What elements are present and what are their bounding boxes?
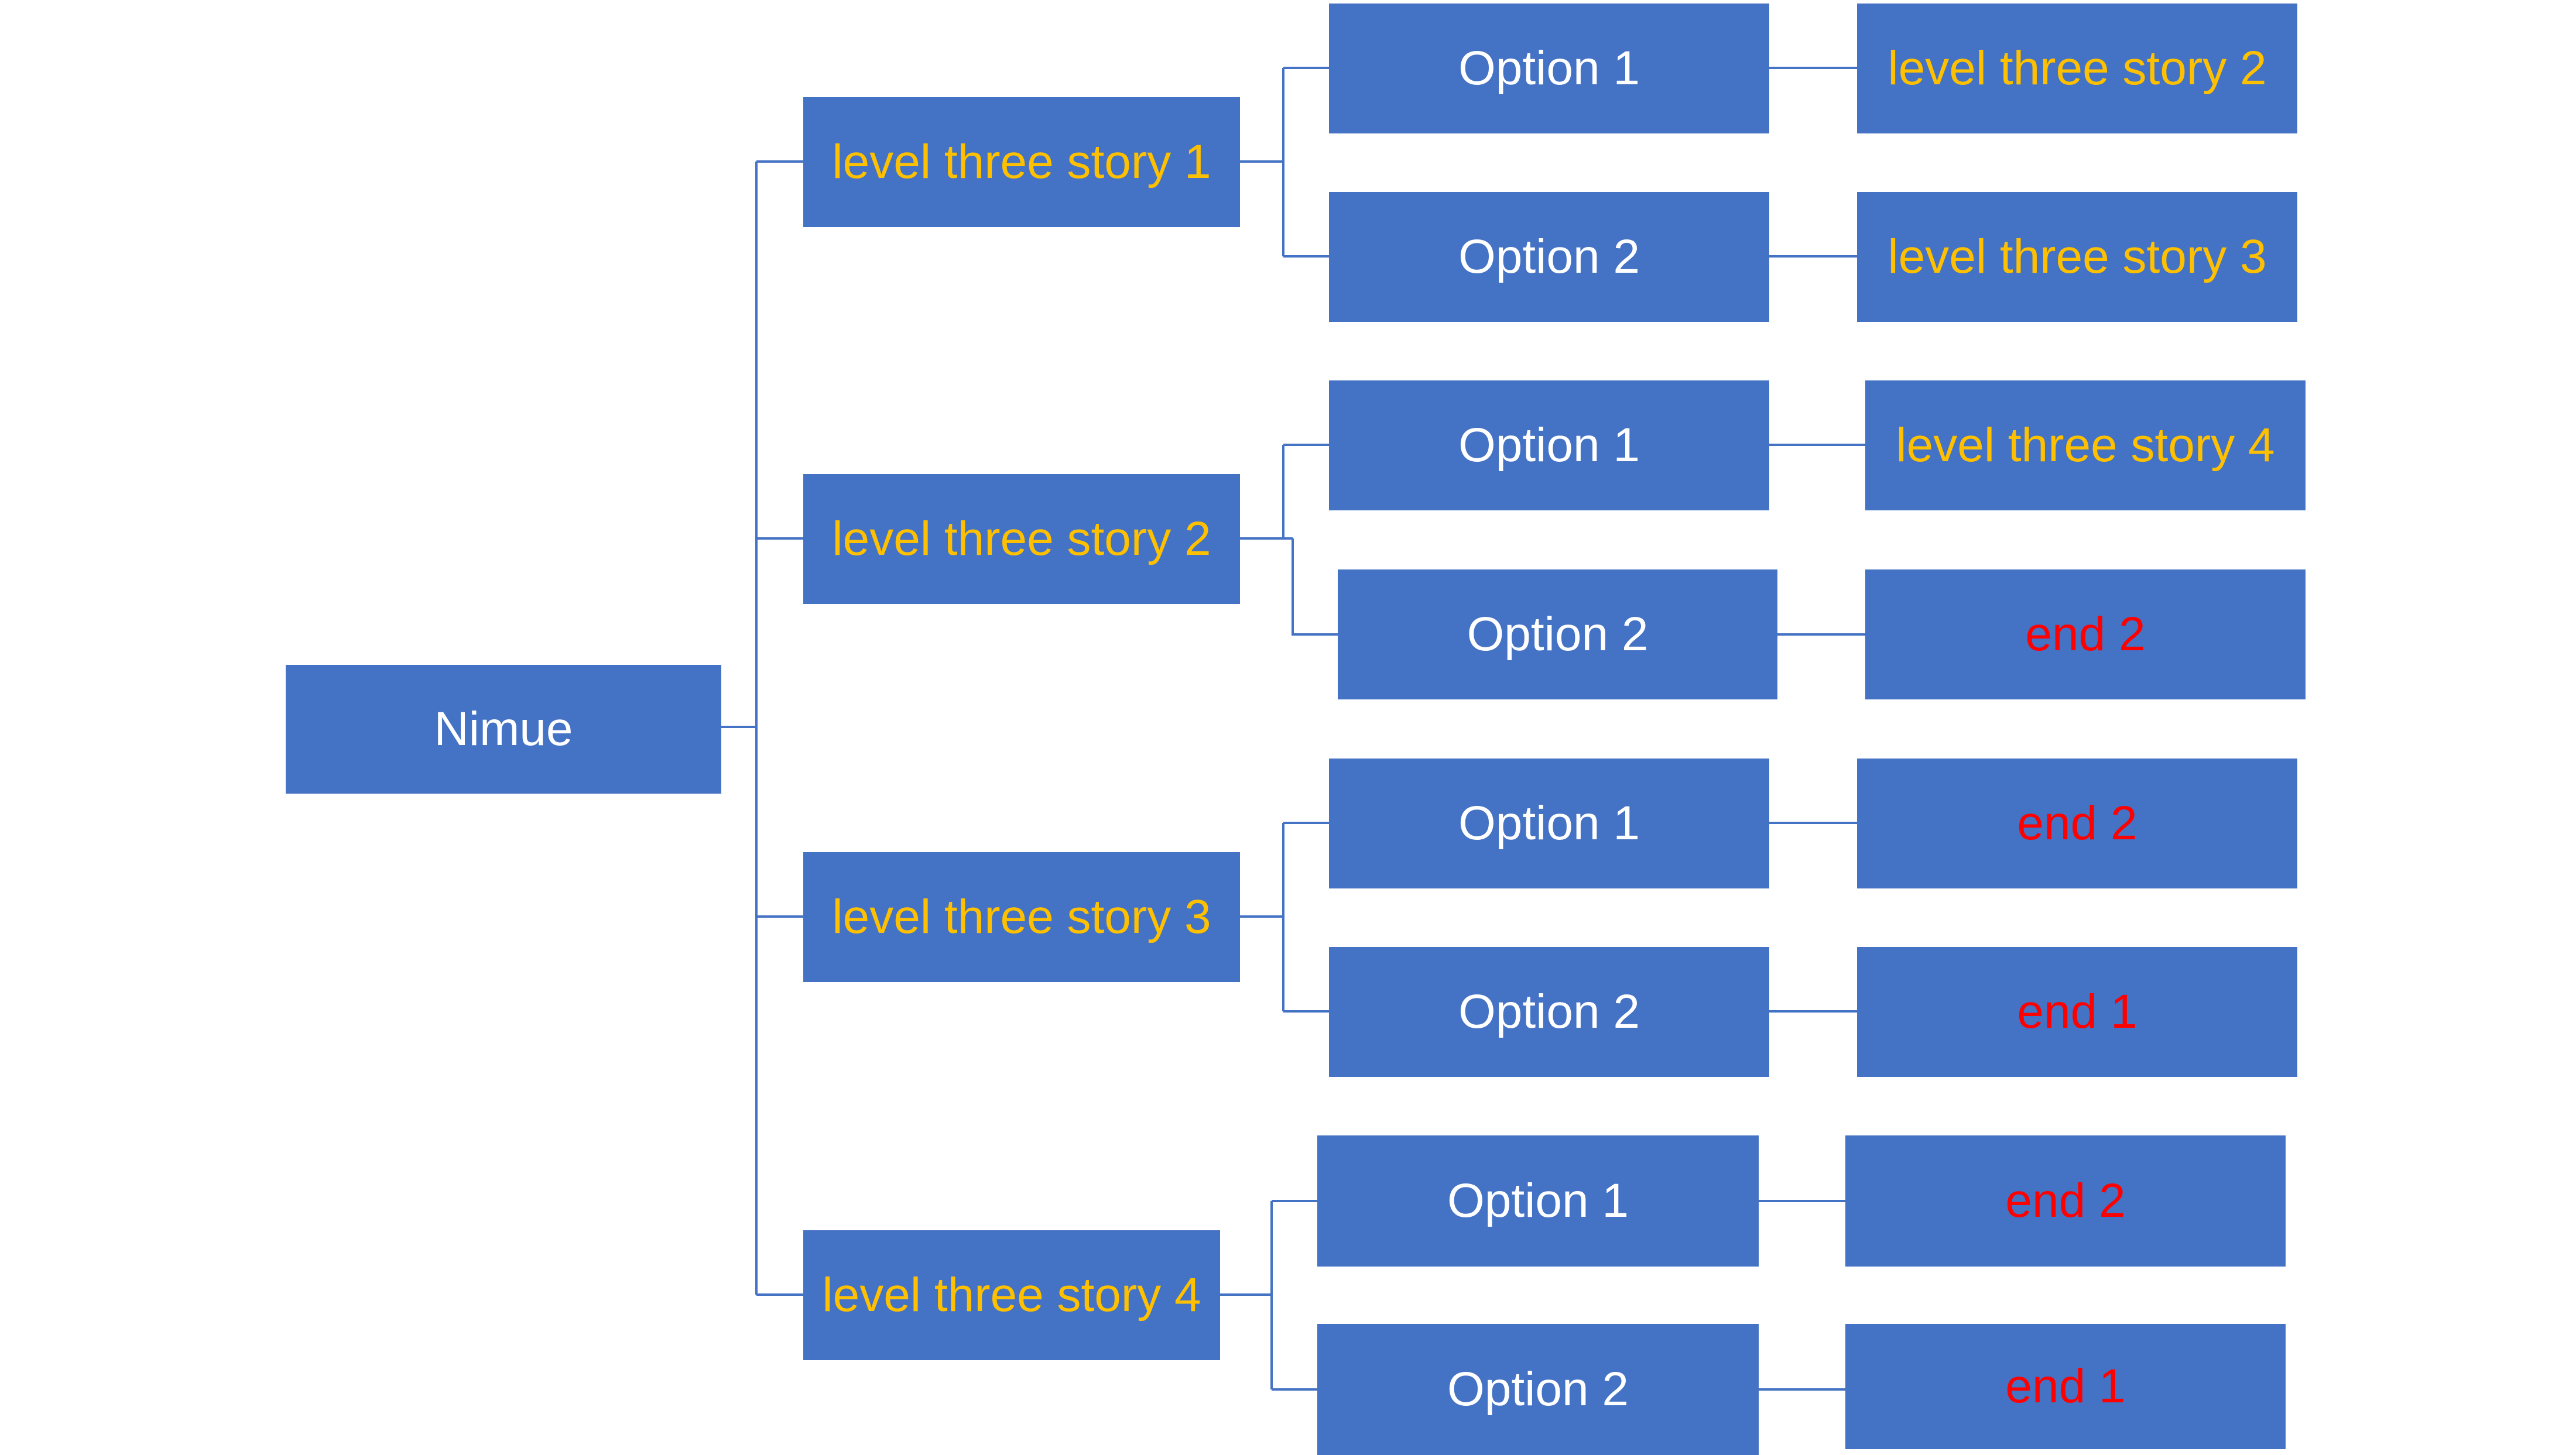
option-node: Option 2 <box>1338 569 1777 699</box>
story-label: level three story 3 <box>832 890 1211 943</box>
outcome-label: end 2 <box>2005 1173 2126 1227</box>
connector-story4 <box>1220 1200 1317 1391</box>
story-label: level three story 2 <box>832 512 1211 565</box>
outcome-node: end 1 <box>1845 1324 2286 1449</box>
connector-story3 <box>1240 822 1329 1013</box>
option-node: Option 1 <box>1329 4 1769 133</box>
option-node: Option 2 <box>1329 947 1769 1077</box>
option-label: Option 2 <box>1467 607 1649 661</box>
connector-outcomes <box>1759 67 1865 1391</box>
outcome-label: level three story 4 <box>1896 418 2275 472</box>
outcome-label: level three story 3 <box>1888 229 2267 283</box>
outcome-label: level three story 2 <box>1888 41 2267 95</box>
connector-root <box>721 160 803 1296</box>
root-label: Nimue <box>434 702 573 756</box>
option-label: Option 2 <box>1458 229 1640 283</box>
connector-story2 <box>1240 444 1338 636</box>
story-label: level three story 4 <box>822 1268 1201 1322</box>
option-node: Option 1 <box>1329 759 1769 888</box>
option-label: Option 1 <box>1447 1173 1629 1227</box>
option-label: Option 2 <box>1447 1362 1629 1416</box>
story-node-4: level three story 4 <box>803 1230 1220 1360</box>
outcome-node: end 1 <box>1857 947 2297 1077</box>
outcome-node: end 2 <box>1845 1135 2286 1267</box>
outcome-node: level three story 2 <box>1857 4 2297 133</box>
connector-story1 <box>1240 67 1329 258</box>
story-node-1: level three story 1 <box>803 97 1240 227</box>
option-label: Option 1 <box>1458 41 1640 95</box>
option-label: Option 2 <box>1458 984 1640 1038</box>
outcome-label: end 2 <box>2017 796 2137 850</box>
option-label: Option 1 <box>1458 796 1640 850</box>
outcome-label: end 2 <box>2025 607 2146 661</box>
option-node: Option 1 <box>1317 1135 1759 1267</box>
outcome-node: end 2 <box>1857 759 2297 888</box>
outcome-node: level three story 3 <box>1857 192 2297 322</box>
story-label: level three story 1 <box>832 135 1211 188</box>
outcome-node: level three story 4 <box>1865 380 2306 510</box>
outcome-label: end 1 <box>2005 1359 2126 1413</box>
option-node: Option 2 <box>1329 192 1769 322</box>
option-label: Option 1 <box>1458 418 1640 472</box>
story-node-3: level three story 3 <box>803 852 1240 982</box>
story-node-2: level three story 2 <box>803 474 1240 604</box>
root-node: Nimue <box>286 665 721 794</box>
outcome-node: end 2 <box>1865 569 2306 699</box>
option-node: Option 2 <box>1317 1324 1759 1455</box>
outcome-label: end 1 <box>2017 984 2137 1038</box>
option-node: Option 1 <box>1329 380 1769 510</box>
